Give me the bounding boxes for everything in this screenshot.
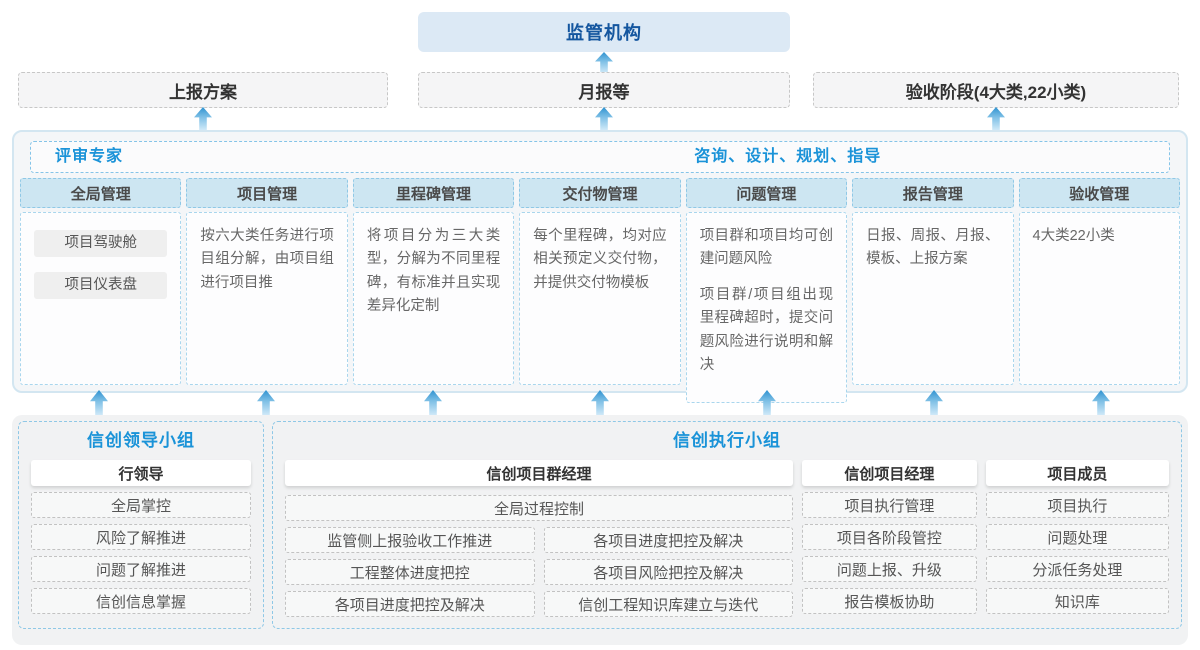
pm-group-item: 工程整体进度把控 xyxy=(285,559,535,585)
member-item: 问题处理 xyxy=(985,524,1169,550)
chip-project-dashboard: 项目仪表盘 xyxy=(34,272,168,299)
column-paragraph: 项目群和项目均可创建问题风险 xyxy=(699,228,834,268)
pm-group-item: 全局过程控制 xyxy=(285,495,793,521)
review-experts-label: 评审专家 xyxy=(55,148,124,165)
execution-columns: 信创项目群经理 全局过程控制 监管侧上报验收工作推进 工程整体进度把控 各项目进… xyxy=(285,460,1169,617)
column-header: 全局管理 xyxy=(20,178,182,208)
up-arrow-acceptance2 xyxy=(1092,390,1110,415)
program-manager-column: 信创项目群经理 全局过程控制 监管侧上报验收工作推进 工程整体进度把控 各项目进… xyxy=(285,460,793,617)
column-project-management: 项目管理 按六大类任务进行项目组分解，由项目组进行项目推 xyxy=(186,178,348,385)
member-item: 分派任务处理 xyxy=(985,556,1169,582)
column-header: 里程碑管理 xyxy=(352,178,515,208)
pm-group-item: 各项目进度把控及解决 xyxy=(543,527,793,553)
column-report-management: 报告管理 日报、周报、月报、模板、上报方案 xyxy=(852,178,1014,385)
up-arrow-milestone xyxy=(424,390,442,415)
leader-item: 风险了解推进 xyxy=(31,524,251,550)
chip-project-cockpit: 项目驾驶舱 xyxy=(34,230,168,257)
column-paragraph: 按六大类任务进行项目组分解，由项目组进行项目推 xyxy=(200,228,334,291)
column-body: 项目驾驶舱 项目仪表盘 xyxy=(20,212,182,385)
column-milestone-management: 里程碑管理 将项目分为三大类型，分解为不同里程碑，有标准并且实现差异化定制 xyxy=(352,178,515,385)
column-header: 验收管理 xyxy=(1018,178,1180,208)
execution-group-title: 信创执行小组 xyxy=(673,431,781,450)
column-issue-management: 问题管理 项目群和项目均可创建问题风险 项目群/项目组出现里程碑超时，提交问题风… xyxy=(685,178,848,403)
up-arrow-global xyxy=(90,390,108,415)
chip-list: 项目驾驶舱 项目仪表盘 xyxy=(34,225,168,299)
leadership-group: 信创领导小组 行领导 全局掌控 风险了解推进 问题了解推进 信创信息掌握 xyxy=(18,421,264,629)
expert-band: 评审专家 咨询、设计、规划、指导 xyxy=(30,141,1170,173)
leadership-group-title: 信创领导小组 xyxy=(87,431,195,450)
role-project-member: 项目成员 xyxy=(985,460,1169,486)
up-arrow-project xyxy=(257,390,275,415)
role-bank-leaders: 行领导 xyxy=(31,460,251,486)
project-manager-column: 信创项目经理 项目执行管理 项目各阶段管控 问题上报、升级 报告模板协助 xyxy=(802,460,977,617)
role-project-manager: 信创项目经理 xyxy=(802,460,977,486)
column-header: 项目管理 xyxy=(186,178,348,208)
column-body: 每个里程碑，均对应相关预定义交付物，并提供交付物模板 xyxy=(519,212,681,385)
pm-group-item: 监管侧上报验收工作推进 xyxy=(285,527,535,553)
management-columns: 全局管理 项目驾驶舱 项目仪表盘 项目管理 按六大类任务进行项目组分解，由项目组… xyxy=(20,178,1180,403)
column-acceptance-management: 验收管理 4大类22小类 xyxy=(1018,178,1180,385)
teams-section: 信创领导小组 行领导 全局掌控 风险了解推进 问题了解推进 信创信息掌握 信创执… xyxy=(12,415,1188,645)
column-body: 将项目分为三大类型，分解为不同里程碑，有标准并且实现差异化定制 xyxy=(352,212,515,385)
column-header: 交付物管理 xyxy=(519,178,681,208)
column-global-management: 全局管理 项目驾驶舱 项目仪表盘 xyxy=(20,178,182,385)
up-arrow-report-plan xyxy=(194,107,212,130)
leader-item: 信创信息掌握 xyxy=(31,588,251,614)
leader-item: 问题了解推进 xyxy=(31,556,251,582)
column-header: 问题管理 xyxy=(685,178,848,208)
column-paragraph: 日报、周报、月报、模板、上报方案 xyxy=(866,228,1000,268)
execution-group: 信创执行小组 信创项目群经理 全局过程控制 监管侧上报验收工作推进 工程整体进度… xyxy=(272,421,1182,629)
pm-item: 问题上报、升级 xyxy=(802,556,977,582)
column-body: 4大类22小类 xyxy=(1018,212,1180,385)
up-arrow-report xyxy=(925,390,943,415)
pm-group-subcolumn-2: 各项目进度把控及解决 各项目风险把控及解决 信创工程知识库建立与迭代 xyxy=(543,527,793,617)
column-paragraph: 项目群/项目组出现里程碑超时，提交问题风险进行说明和解决 xyxy=(699,286,834,374)
pm-group-subcolumn-1: 监管侧上报验收工作推进 工程整体进度把控 各项目进度把控及解决 xyxy=(285,527,535,617)
consulting-design-label: 咨询、设计、规划、指导 xyxy=(694,148,882,165)
pm-item: 报告模板协助 xyxy=(802,588,977,614)
column-paragraph: 4大类22小类 xyxy=(1032,228,1115,244)
column-header: 报告管理 xyxy=(852,178,1014,208)
up-arrow-deliverable xyxy=(591,390,609,415)
up-arrow-regulator xyxy=(595,52,613,73)
regulator-box: 监管机构 xyxy=(418,12,790,52)
column-body: 日报、周报、月报、模板、上报方案 xyxy=(852,212,1014,385)
management-panel: 评审专家 咨询、设计、规划、指导 全局管理 项目驾驶舱 项目仪表盘 项目管理 按… xyxy=(12,130,1188,403)
up-arrow-acceptance xyxy=(987,107,1005,130)
column-body: 按六大类任务进行项目组分解，由项目组进行项目推 xyxy=(186,212,348,385)
column-paragraph: 每个里程碑，均对应相关预定义交付物，并提供交付物模板 xyxy=(533,228,667,291)
member-item: 知识库 xyxy=(985,588,1169,614)
column-paragraph: 将项目分为三大类型，分解为不同里程碑，有标准并且实现差异化定制 xyxy=(366,228,501,315)
pm-group-subcolumns: 监管侧上报验收工作推进 工程整体进度把控 各项目进度把控及解决 各项目进度把控及… xyxy=(285,527,793,617)
pm-item: 项目执行管理 xyxy=(802,492,977,518)
role-program-manager: 信创项目群经理 xyxy=(285,460,793,486)
pm-group-item: 各项目风险把控及解决 xyxy=(543,559,793,585)
column-body: 项目群和项目均可创建问题风险 项目群/项目组出现里程碑超时，提交问题风险进行说明… xyxy=(685,212,848,403)
member-item: 项目执行 xyxy=(985,492,1169,518)
channel-acceptance-stage: 验收阶段(4大类,22小类) xyxy=(813,72,1179,108)
up-arrow-monthly-report xyxy=(595,107,613,130)
column-deliverable-management: 交付物管理 每个里程碑，均对应相关预定义交付物，并提供交付物模板 xyxy=(519,178,681,385)
pm-group-item: 信创工程知识库建立与迭代 xyxy=(543,591,793,617)
leader-item: 全局掌控 xyxy=(31,492,251,518)
pm-item: 项目各阶段管控 xyxy=(802,524,977,550)
channel-monthly-report: 月报等 xyxy=(418,72,790,108)
pm-group-item: 各项目进度把控及解决 xyxy=(285,591,535,617)
project-member-column: 项目成员 项目执行 问题处理 分派任务处理 知识库 xyxy=(985,460,1169,617)
channel-report-plan: 上报方案 xyxy=(18,72,388,108)
